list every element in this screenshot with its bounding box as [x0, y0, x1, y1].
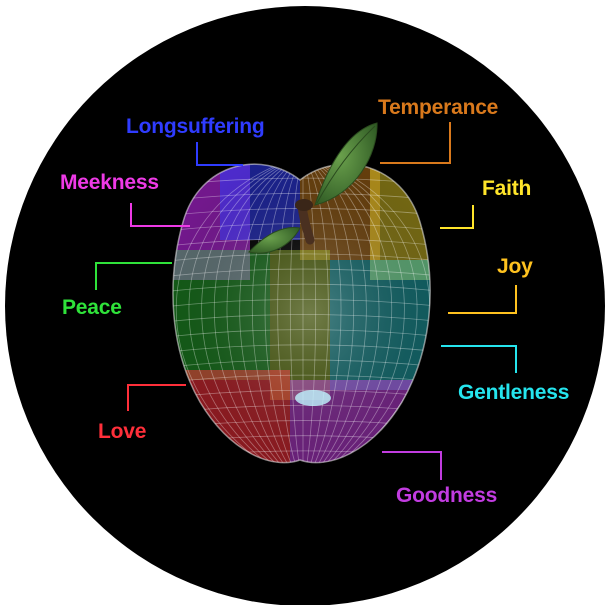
label-gentleness: Gentleness — [458, 382, 569, 403]
label-goodness: Goodness — [396, 485, 497, 506]
label-temperance: Temperance — [378, 97, 498, 118]
label-faith: Faith — [482, 178, 531, 199]
label-joy: Joy — [497, 256, 533, 277]
label-love: Love — [98, 421, 146, 442]
label-peace: Peace — [62, 297, 122, 318]
label-longsuffering: Longsuffering — [126, 116, 265, 137]
label-meekness: Meekness — [60, 172, 159, 193]
